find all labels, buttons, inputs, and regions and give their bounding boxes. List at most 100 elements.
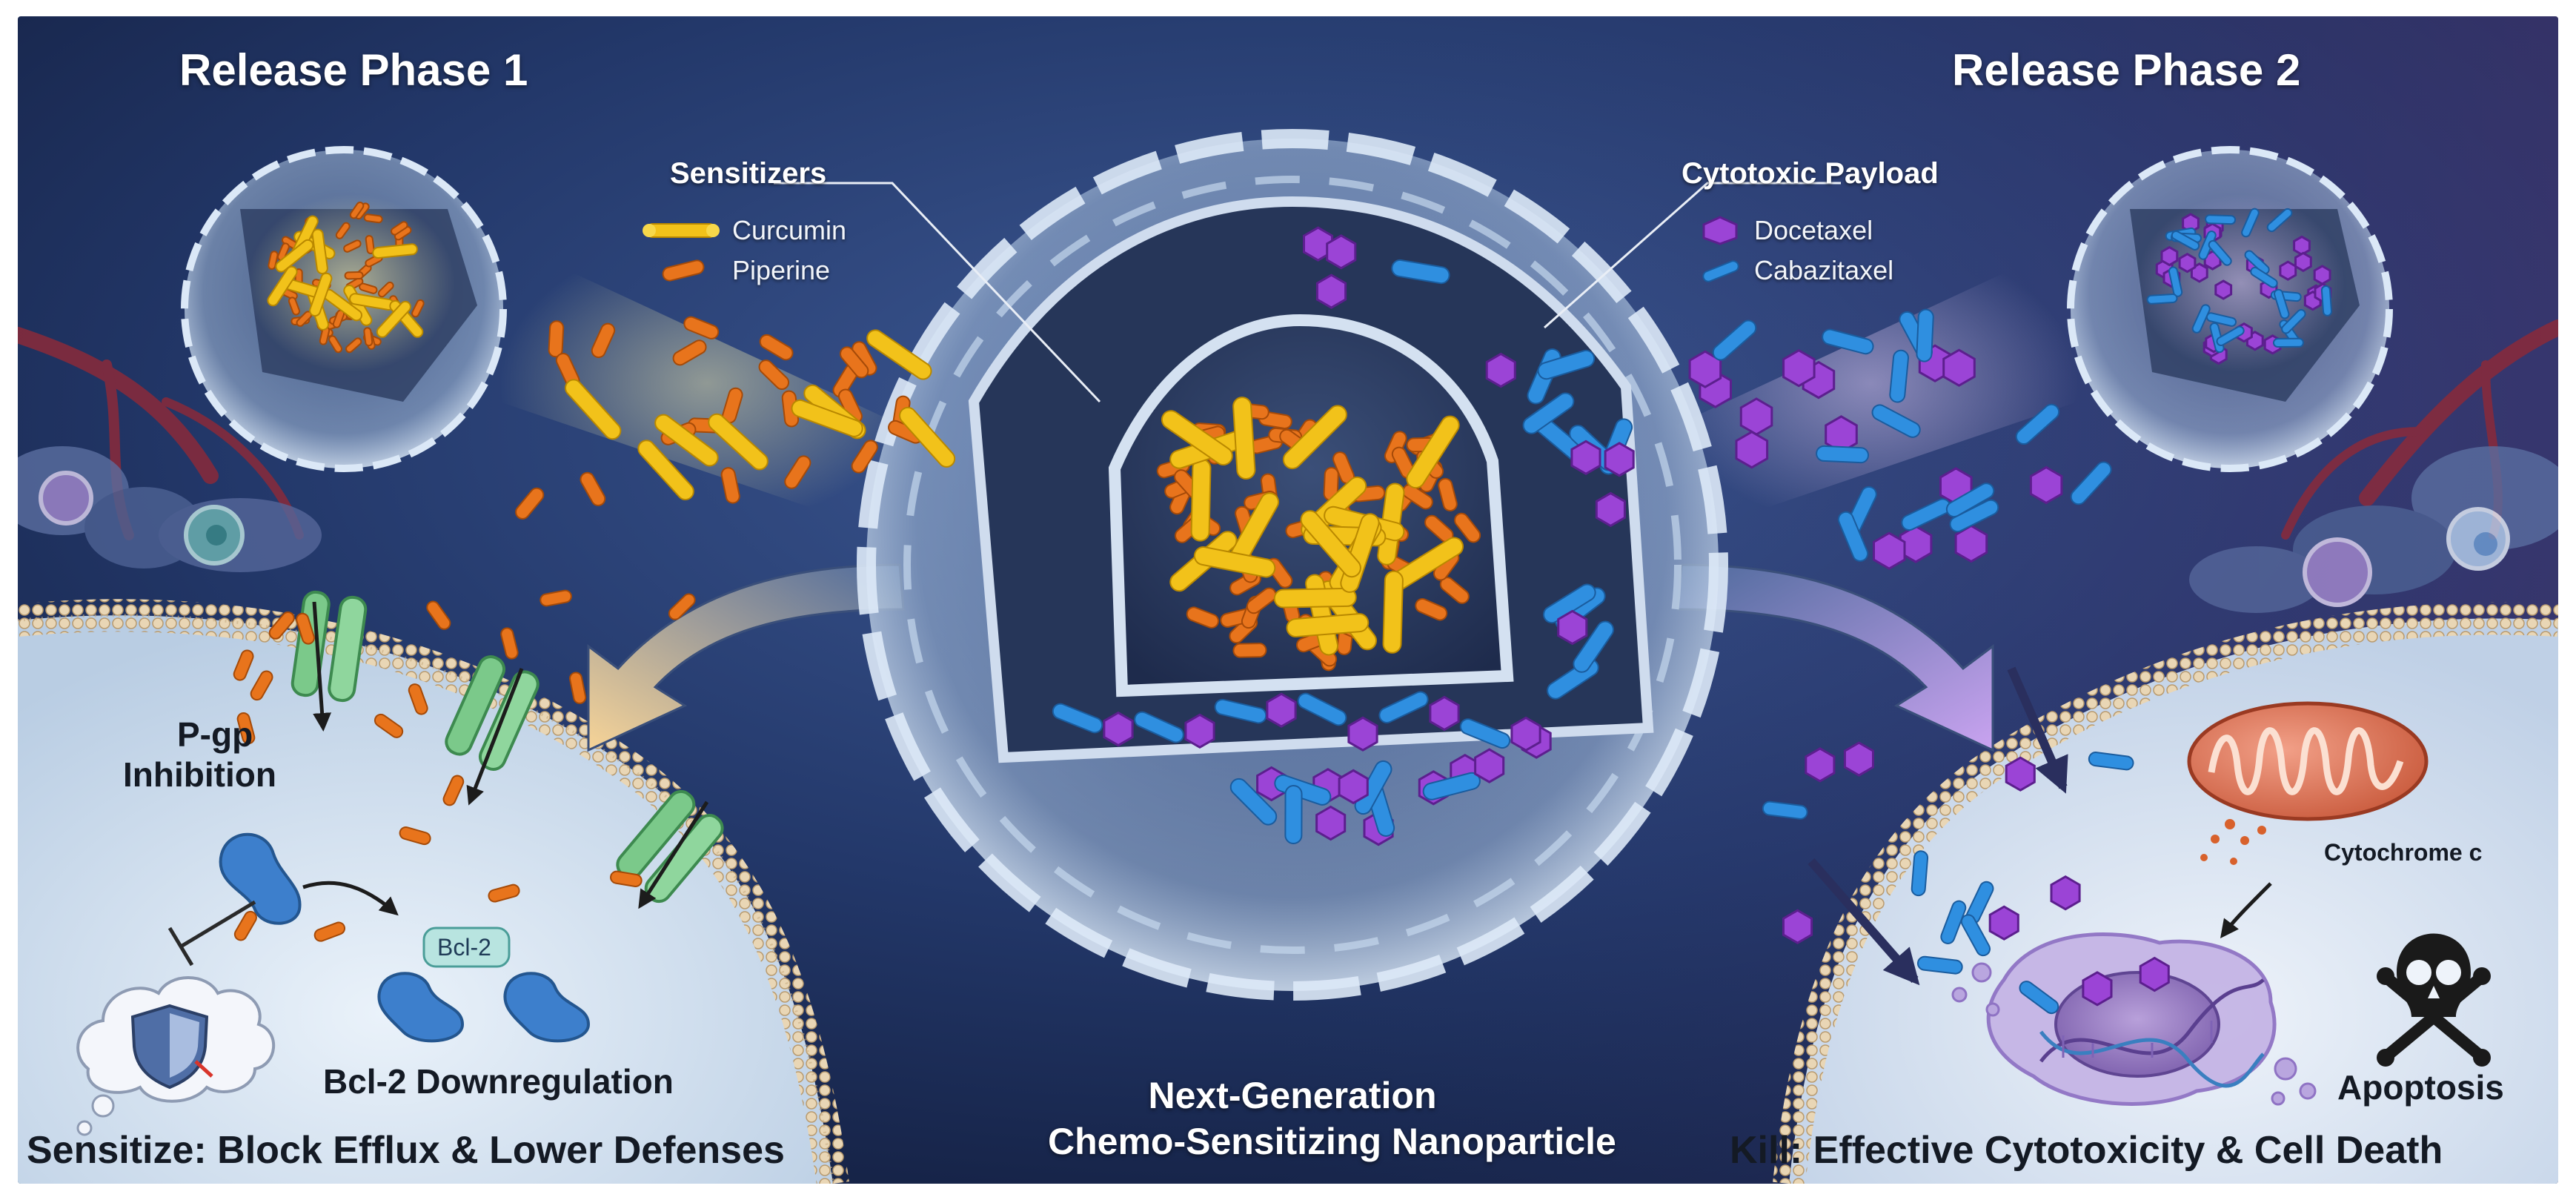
docetaxel-molecule	[1485, 352, 1516, 388]
cabazitaxel-molecule	[2146, 293, 2178, 305]
docetaxel-molecule	[1899, 525, 1933, 563]
cabazitaxel-molecule	[2250, 266, 2278, 288]
cabazitaxel-molecule	[1573, 620, 1614, 673]
curcumin-molecule	[1193, 546, 1276, 578]
curcumin-molecule	[1273, 587, 1357, 609]
piperine-molecule	[1415, 598, 1448, 621]
piperine-molecule	[411, 299, 425, 318]
cabazitaxel-molecule	[1422, 772, 1481, 800]
cabazitaxel-molecule	[2216, 325, 2245, 347]
piperine-molecule	[442, 775, 465, 806]
arrow-to-left-cell	[587, 563, 905, 752]
piperine-molecule	[399, 826, 431, 846]
piperine-molecule	[784, 455, 811, 489]
docetaxel-molecule	[1782, 909, 1813, 944]
piperine-molecule	[343, 239, 362, 253]
piperine-molecule	[540, 589, 572, 607]
piperine-molecule	[374, 713, 404, 738]
curcumin-molecule	[1282, 405, 1347, 470]
bcl2-tag-box	[422, 926, 511, 968]
piperine-molecule	[345, 337, 362, 354]
curcumin-molecule	[1232, 397, 1256, 480]
cabazitaxel-molecule	[2191, 304, 2211, 334]
cabazitaxel-molecule	[2281, 308, 2306, 334]
cabazitaxel-molecule	[1378, 691, 1429, 723]
cabazitaxel-molecule	[2272, 337, 2304, 348]
piperine-molecule	[233, 910, 257, 941]
cell-membrane-right	[1773, 602, 2558, 1184]
piperine-molecule	[759, 334, 794, 361]
docetaxel-molecule	[2160, 245, 2179, 267]
tissue-cells-right	[2189, 446, 2558, 613]
cabazitaxel-molecule	[2320, 285, 2333, 316]
pgp-label-line1: P-gp	[177, 715, 253, 754]
cabazitaxel-molecule	[1945, 483, 1995, 518]
docetaxel-molecule	[2293, 235, 2311, 256]
bcl2-protein-inactive	[219, 832, 302, 925]
cytochrome-arrow	[2220, 882, 2272, 938]
curcumin-molecule	[1382, 570, 1404, 654]
piperine-molecule	[365, 235, 375, 254]
curcumin-molecule	[309, 272, 333, 317]
figure-artwork	[18, 16, 2558, 1184]
cabazitaxel-molecule	[1889, 349, 1910, 403]
curcumin-molecule	[866, 329, 932, 380]
cabazitaxel-molecule	[1940, 900, 1967, 944]
docetaxel-molecule	[1326, 234, 1357, 270]
cabazitaxel-molecule	[2070, 461, 2112, 505]
docetaxel-molecule	[1474, 748, 1505, 783]
legend-label-docetaxel: Docetaxel	[1754, 215, 1873, 245]
dna-helix-icon	[2039, 978, 2265, 1088]
curcumin-molecule	[654, 414, 719, 467]
piperine-molecule	[515, 487, 545, 520]
cabazitaxel-molecule	[1916, 308, 1934, 362]
piperine-molecule	[268, 611, 295, 640]
center-caption-line2: Chemo-Sensitizing Nanoparticle	[1048, 1121, 1616, 1162]
piperine-molecule	[268, 251, 279, 270]
curcumin-molecule	[1406, 415, 1460, 489]
cabazitaxel-molecule	[1229, 778, 1278, 826]
docetaxel-molecule	[1954, 524, 1988, 563]
skull-crossbones-icon	[2377, 933, 2491, 1067]
cabazitaxel-icon	[1702, 260, 1739, 282]
piperine-molecule	[390, 221, 408, 236]
cabazitaxel-molecule	[1297, 692, 1347, 726]
piperine-molecule	[363, 213, 383, 224]
cabazitaxel-molecule	[1916, 955, 1963, 975]
piperine-molecule	[250, 670, 273, 701]
docetaxel-molecule	[2029, 465, 2063, 505]
pgp-label-line2: Inhibition	[123, 755, 276, 794]
docetaxel-molecule	[1735, 430, 1769, 469]
curcumin-molecule	[1286, 613, 1370, 638]
phase1-caption: Sensitize: Block Efflux & Lower Defenses	[27, 1129, 785, 1172]
cabazitaxel-molecule	[2208, 239, 2232, 266]
piperine-molecule	[335, 222, 351, 239]
curcumin-molecule	[791, 399, 863, 437]
docetaxel-molecule	[1315, 805, 1347, 841]
curcumin-molecule	[376, 300, 411, 338]
piperine-molecule	[580, 471, 606, 506]
curcumin-molecule	[1161, 410, 1233, 466]
downregulation-arrow	[302, 881, 399, 916]
shield-icon	[130, 1004, 213, 1090]
docetaxel-molecule	[2050, 875, 2081, 911]
cabazitaxel-molecule	[1459, 718, 1511, 749]
cabazitaxel-molecule	[1391, 259, 1450, 285]
docetaxel-molecule	[2214, 279, 2233, 300]
cabazitaxel-molecule	[1522, 392, 1575, 434]
piperine-molecule	[288, 296, 301, 316]
center-caption: Next-Generation Chemo-Sensitizing Nanopa…	[1048, 1073, 1616, 1164]
cabazitaxel-molecule	[2205, 214, 2237, 225]
docetaxel-molecule	[1873, 531, 1906, 570]
cabazitaxel-molecule	[2244, 250, 2270, 275]
cabazitaxel-molecule	[1816, 445, 1870, 464]
cabazitaxel-molecule	[1052, 703, 1103, 734]
docetaxel-molecule	[1805, 747, 1836, 783]
piperine-molecule	[344, 271, 364, 280]
curcumin-molecule	[899, 406, 956, 468]
cabazitaxel-molecule	[2274, 288, 2290, 319]
cytochrome-c-dots	[2200, 819, 2266, 865]
piperine-molecule	[569, 672, 587, 704]
cabazitaxel-molecule	[1822, 328, 1874, 355]
curcumin-molecule	[637, 440, 694, 500]
